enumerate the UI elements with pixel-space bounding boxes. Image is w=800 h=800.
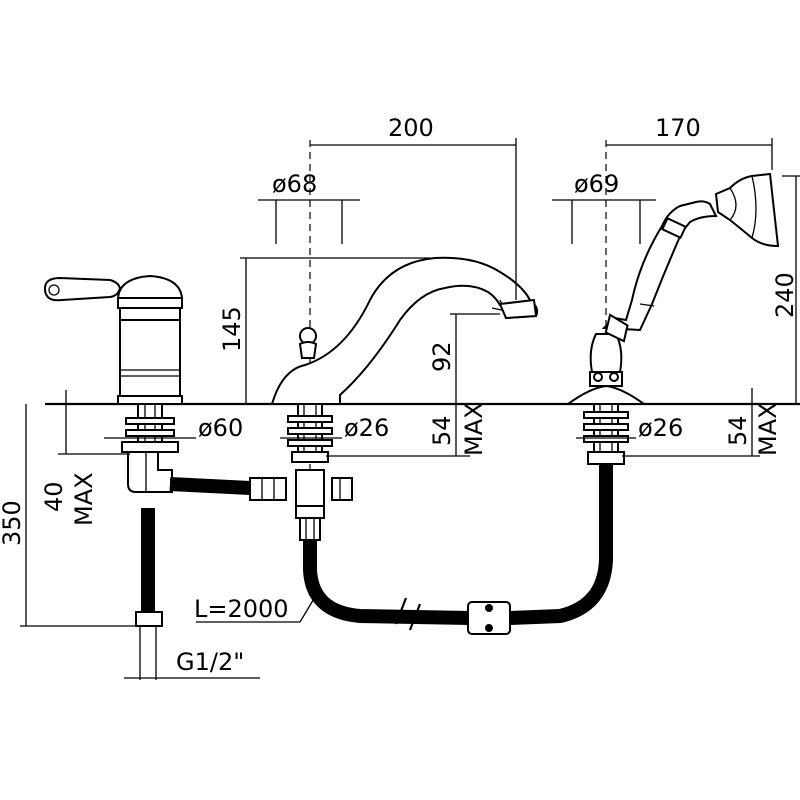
dim-hose-length: L=2000	[194, 591, 319, 623]
dim-overall-length: 350	[0, 404, 150, 627]
t-connector	[249, 469, 353, 541]
dim-spout-max-thickness: 54 MAX	[326, 402, 488, 457]
dim-spout-outlet-height: 92	[428, 313, 500, 404]
dim-spout-height-label: 145	[218, 306, 246, 352]
dim-overall-length-label: 350	[0, 500, 26, 546]
spout-body	[270, 256, 539, 405]
dim-shower-hole-dia: ø26	[576, 414, 683, 442]
dim-mixer-max-label: MAX	[70, 472, 98, 526]
dim-hose-length-label: L=2000	[194, 595, 289, 623]
dim-mixer-hole-dia-label: ø60	[198, 414, 243, 442]
dim-thread: G1/2"	[124, 648, 260, 679]
shower-fixing	[583, 403, 629, 465]
shower-holder	[564, 333, 648, 405]
mixer-body	[43, 274, 184, 405]
dim-shower-height: 240	[771, 175, 800, 404]
dim-spout-max-label: MAX	[460, 402, 488, 456]
dim-shower-spacing: 170	[606, 114, 773, 170]
dim-shower-height-label: 240	[771, 272, 799, 318]
dim-mixer-hole-dia: ø60	[104, 414, 243, 442]
mixer-fixing	[121, 403, 179, 493]
dim-spout-height: 145	[218, 257, 430, 404]
dim-spout-spacing: 200	[310, 114, 517, 300]
dim-mixer-max-thickness: 40 MAX	[40, 390, 130, 526]
dim-spout-base-dia: ø68	[258, 170, 360, 244]
dim-spout-base-dia-label: ø68	[272, 170, 317, 198]
dim-shower-base-dia: ø69	[552, 170, 656, 244]
dim-spout-hole-dia-label: ø26	[344, 414, 389, 442]
dim-shower-max-thickness: 54 MAX	[622, 388, 782, 457]
dim-shower-hole-dia-label: ø26	[638, 414, 683, 442]
dim-shower-max-label: MAX	[754, 402, 782, 456]
dim-spout-spacing-label: 200	[388, 114, 434, 142]
dim-spout-hole-dia: ø26	[280, 414, 389, 442]
dim-spout-outlet-height-label: 92	[428, 341, 456, 372]
spout-fixing	[287, 403, 333, 463]
dim-mixer-max-thickness-label: 40	[40, 481, 68, 512]
dim-thread-label: G1/2"	[176, 648, 244, 676]
dim-shower-spacing-label: 170	[655, 114, 701, 142]
dim-shower-max-thickness-label: 54	[724, 415, 752, 446]
dim-shower-base-dia-label: ø69	[574, 170, 619, 198]
dim-spout-max-thickness-label: 54	[428, 415, 456, 446]
hand-shower	[601, 172, 780, 343]
hose-weight	[467, 601, 511, 635]
